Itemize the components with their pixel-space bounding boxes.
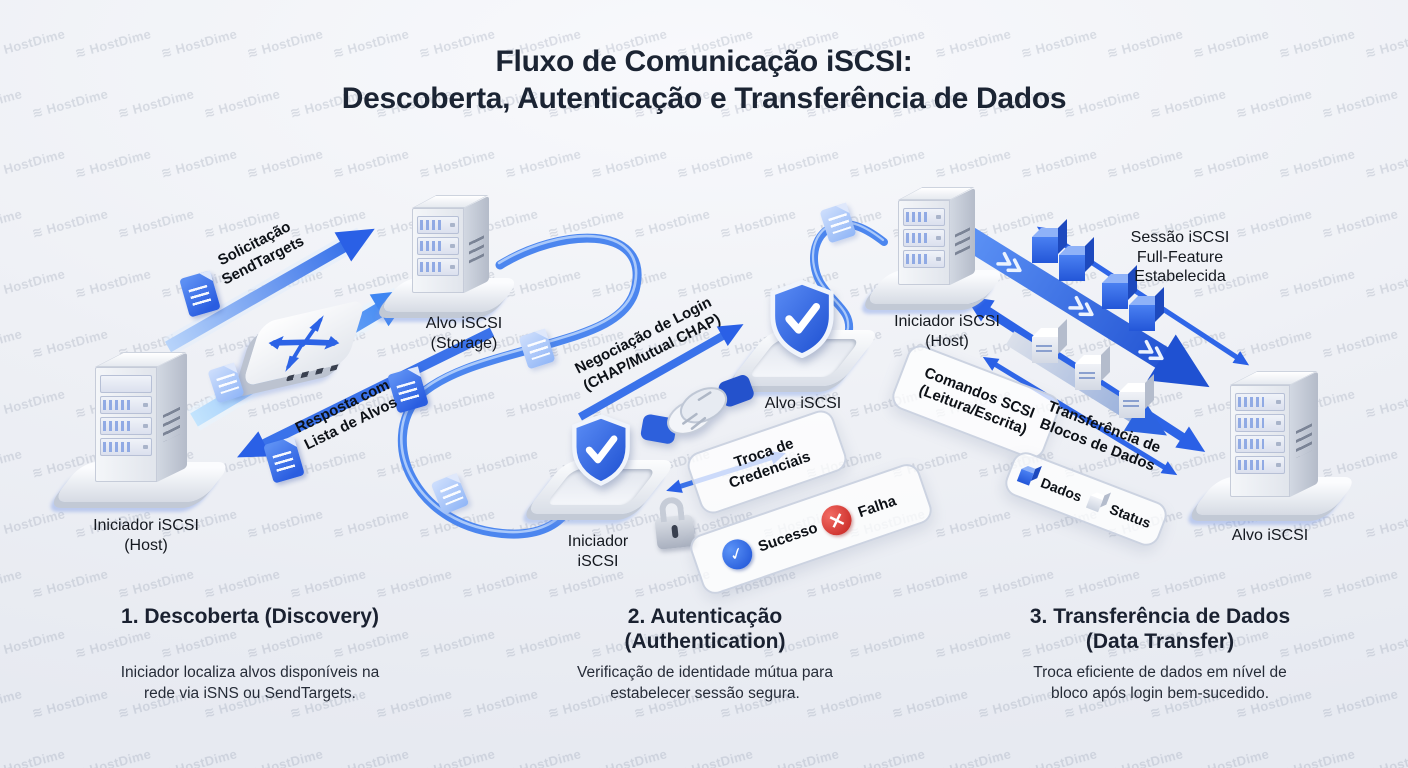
title-line-1: Fluxo de Comunicação iSCSI:: [495, 45, 913, 78]
section-data-transfer: 3. Transferência de Dados (Data Transfer…: [975, 604, 1345, 704]
failure-label: Falha: [855, 491, 899, 521]
label-target-storage: Alvo iSCSI (Storage): [425, 315, 503, 352]
label-initiator-auth: Iniciador iSCSI: [567, 533, 629, 570]
title-line-2: Descoberta, Autenticação e Transferência…: [341, 81, 1067, 115]
status-block-icon: [1032, 319, 1067, 363]
section-authentication-body: Verificação de identidade mútua para est…: [577, 664, 833, 703]
label-target-auth: Alvo iSCSI: [764, 395, 842, 412]
dados-legend-icon: [1017, 466, 1043, 486]
data-block-icon: [1032, 219, 1067, 263]
arrow-sendtargets-request: [163, 227, 375, 356]
section-discovery: 1. Descoberta (Discovery) Iniciador loca…: [55, 604, 445, 704]
status-block-icon: [1119, 374, 1154, 418]
data-block-icon: [1102, 265, 1137, 309]
handshake-icon: [638, 366, 756, 459]
arrow-commands-double: [982, 356, 1178, 476]
section-discovery-heading: 1. Descoberta (Discovery): [121, 605, 379, 628]
failure-x-icon: ×: [817, 501, 856, 540]
data-block-icon: [1129, 287, 1164, 331]
label-full-feature-session: Sessão iSCSI Full-Feature Estabelecida: [1130, 229, 1230, 286]
label-initiator-host: Iniciador iSCSI (Host): [93, 517, 199, 554]
arrow-target-list-response: [237, 327, 495, 458]
success-label: Sucesso: [755, 518, 820, 556]
section-data-transfer-body: Troca eficiente de dados em nível de blo…: [1033, 664, 1287, 703]
cable-discovery-to-auth: [397, 233, 642, 539]
status-legend-icon: [1085, 492, 1111, 513]
section-authentication: 2. Autenticação (Authentication) Verific…: [540, 604, 870, 704]
shield-check-icon: [570, 414, 632, 491]
success-check-icon: ✓: [717, 535, 756, 574]
status-block-icon: [1075, 346, 1110, 390]
arrow-login-negotiation: [578, 324, 744, 421]
data-block-icon: [1059, 237, 1094, 281]
label-initiator-host-transfer: Iniciador iSCSI (Host): [894, 313, 1000, 350]
network-switch-icon: [241, 298, 368, 388]
shield-check-icon: [768, 279, 836, 363]
page-title: Fluxo de Comunicação iSCSI: Descoberta, …: [0, 44, 1408, 117]
section-data-transfer-heading: 3. Transferência de Dados (Data Transfer…: [1029, 605, 1291, 654]
legend-dados-label: Dados: [1038, 474, 1085, 505]
label-target-transfer: Alvo iSCSI: [1231, 527, 1309, 544]
section-authentication-heading: 2. Autenticação (Authentication): [624, 605, 786, 654]
section-discovery-body: Iniciador localiza alvos disponíveis na …: [120, 664, 380, 703]
legend-status-label: Status: [1107, 500, 1154, 532]
